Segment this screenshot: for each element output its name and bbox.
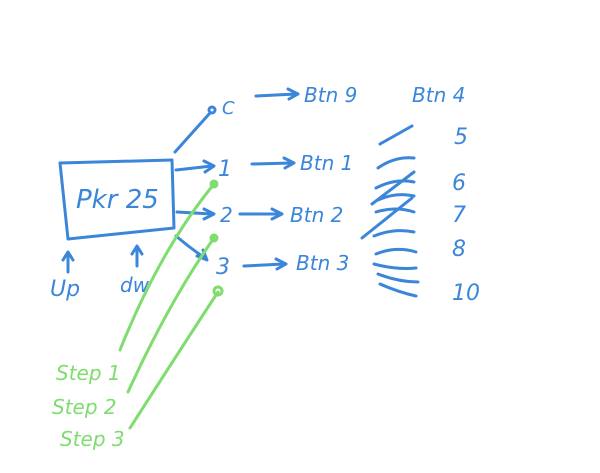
pkr-box-label: Pkr 25 xyxy=(76,185,159,215)
pkr-box xyxy=(58,158,176,241)
step3-end-dot xyxy=(212,285,224,297)
pin-2-label: 2 xyxy=(220,203,233,227)
pin-c-dot xyxy=(207,105,217,115)
step3-connector xyxy=(128,290,220,430)
arrow-2-btn2 xyxy=(238,207,284,221)
step1-connector xyxy=(118,182,216,352)
arrow-c-btn9 xyxy=(254,87,300,101)
step3-label: Step 3 xyxy=(60,427,125,451)
num-10: 10 xyxy=(452,281,480,306)
wire-box-1 xyxy=(174,159,216,174)
num-8: 8 xyxy=(452,237,466,262)
btn1-label: Btn 1 xyxy=(300,151,353,175)
arrow-1-btn1 xyxy=(250,156,296,170)
step2-end-dot xyxy=(209,233,219,243)
step1-label: Step 1 xyxy=(56,361,121,385)
num-7: 7 xyxy=(452,203,466,228)
dw-arrow xyxy=(130,244,144,268)
step2-connector xyxy=(126,236,216,394)
hatch-strokes xyxy=(360,124,420,298)
num-6: 6 xyxy=(452,171,466,196)
btn2-label: Btn 2 xyxy=(290,203,343,227)
num-5: 5 xyxy=(454,125,468,150)
pin-c-label: C xyxy=(222,98,235,119)
wire-box-c xyxy=(173,111,212,154)
up-arrow xyxy=(61,250,75,274)
wire-box-2 xyxy=(175,207,216,221)
pin-1-label: 1 xyxy=(218,157,232,182)
btn3-label: Btn 3 xyxy=(296,251,349,275)
arrow-3-btn3 xyxy=(242,257,288,271)
up-label: Up xyxy=(50,277,80,302)
btn4-label: Btn 4 xyxy=(412,83,465,107)
step1-end-dot xyxy=(209,179,219,189)
step2-label: Step 2 xyxy=(52,395,117,419)
pin-3-label: 3 xyxy=(216,255,230,280)
btn9-label: Btn 9 xyxy=(304,83,357,107)
